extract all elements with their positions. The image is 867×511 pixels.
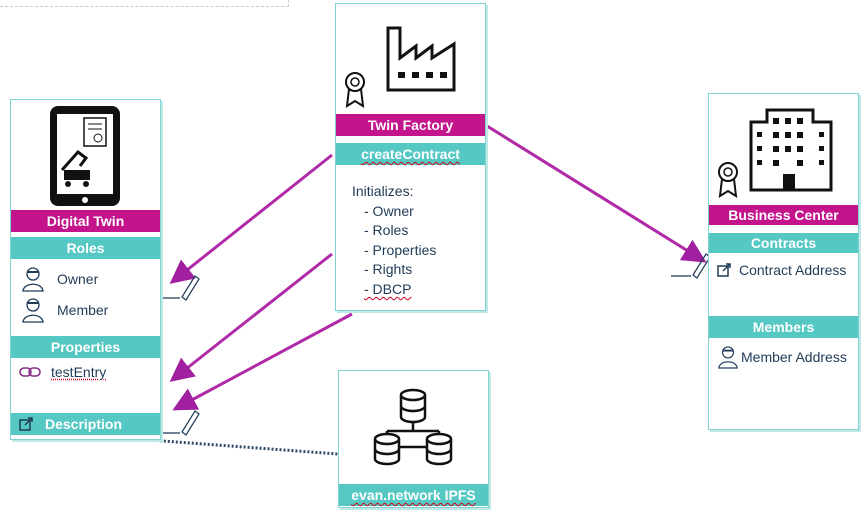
- tablet-icon: [50, 106, 120, 206]
- person-icon: [718, 346, 738, 369]
- external-link-icon: [19, 417, 33, 431]
- description-label: Description: [45, 416, 123, 432]
- database-cluster-icon: [373, 388, 453, 466]
- arrow-to-contracts: [486, 124, 707, 263]
- property-test-entry-label: testEntry: [51, 364, 107, 380]
- contract-address-row: Contract Address: [717, 262, 846, 278]
- pen-icon: [671, 253, 711, 279]
- pen-icon: [160, 275, 200, 301]
- init-item: - Roles: [364, 222, 409, 239]
- digital-twin-card: Digital Twin Roles Owner Member Properti…: [10, 99, 161, 440]
- person-icon: [22, 298, 44, 323]
- certificate-badge-icon: [718, 162, 738, 198]
- role-owner: Owner: [21, 266, 98, 292]
- initializes-list: Initializes: - Owner - Roles - Propertie…: [352, 182, 436, 300]
- ipfs-title: evan.network IPFS: [351, 487, 476, 503]
- property-test-entry: testEntry: [19, 364, 106, 380]
- ipfs-card: evan.network IPFS: [338, 370, 489, 508]
- business-center-title: Business Center: [709, 205, 858, 225]
- members-header: Members: [709, 316, 858, 338]
- business-center-card: Business Center Contracts Contract Addre…: [708, 93, 859, 430]
- initializes-label: Initializes:: [352, 183, 414, 199]
- digital-twin-title: Digital Twin: [11, 210, 160, 232]
- twin-factory-title: Twin Factory: [336, 114, 485, 136]
- role-owner-label: Owner: [57, 271, 99, 287]
- init-item: - DBCP: [364, 280, 412, 297]
- ipfs-title-bar: evan.network IPFS: [339, 484, 488, 506]
- init-item: - Rights: [364, 261, 413, 278]
- external-link-icon: [717, 263, 731, 277]
- init-item: - Properties: [364, 241, 437, 258]
- member-address-row: Member Address: [717, 344, 847, 370]
- arrow-to-properties: [169, 252, 333, 382]
- arrow-to-roles: [169, 153, 333, 284]
- person-icon: [22, 267, 44, 292]
- link-icon: [19, 367, 41, 377]
- create-contract-label: createContract: [361, 146, 460, 162]
- role-member-label: Member: [57, 302, 109, 318]
- arrow-to-description: [172, 312, 353, 411]
- arrow-to-ipfs: [95, 434, 381, 468]
- description-header: Description: [11, 413, 160, 435]
- twin-factory-card: Twin Factory createContract: [335, 3, 486, 311]
- properties-header: Properties: [11, 336, 160, 358]
- dashed-frame-corner: [0, 0, 289, 7]
- member-address-label: Member Address: [741, 349, 847, 365]
- pen-icon: [160, 410, 200, 436]
- office-building-icon: [749, 108, 833, 192]
- create-contract-header: createContract: [336, 143, 485, 165]
- contracts-header: Contracts: [709, 233, 858, 253]
- certificate-badge-icon: [345, 72, 365, 108]
- role-member: Member: [21, 297, 108, 323]
- factory-icon: [386, 26, 456, 92]
- roles-header: Roles: [11, 237, 160, 259]
- init-item: - Owner: [364, 202, 414, 219]
- contract-address-label: Contract Address: [739, 262, 847, 278]
